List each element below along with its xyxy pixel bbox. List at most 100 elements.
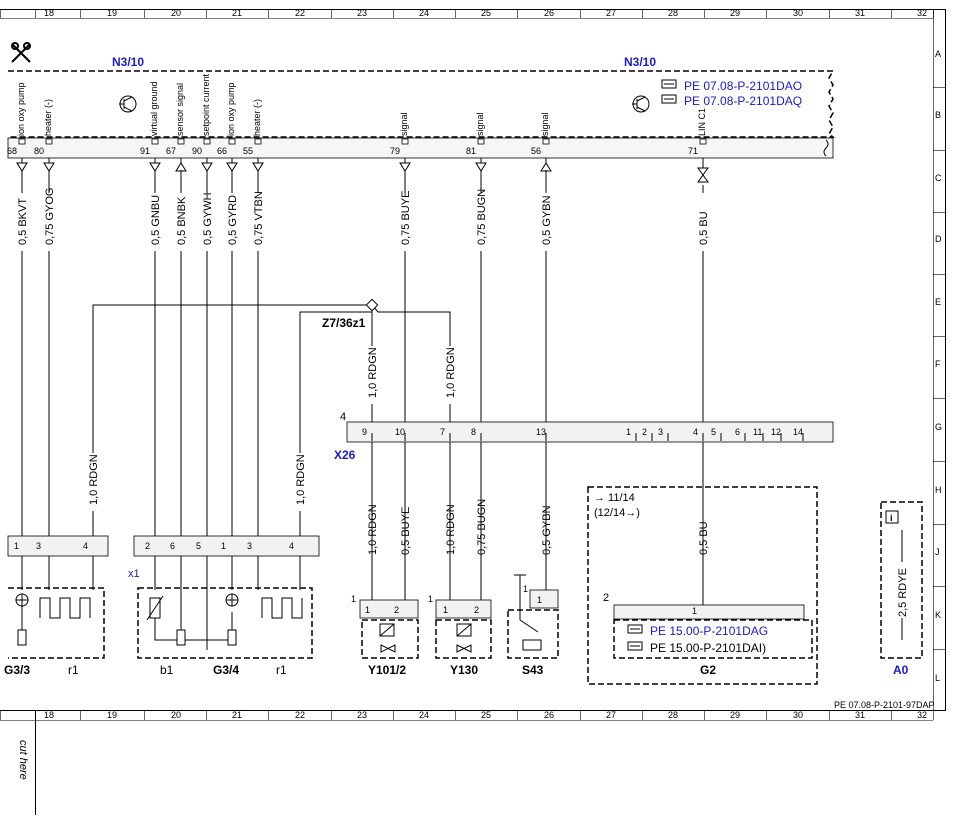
pin-number: 91 — [140, 146, 150, 156]
grid-row-label: L — [935, 673, 940, 683]
pin-terminal — [228, 138, 236, 145]
grid-column-label: 31 — [855, 710, 865, 720]
grid-row-label: H — [935, 485, 942, 495]
component-label: Y130 — [450, 663, 478, 677]
grid-row-label: J — [935, 547, 940, 557]
pin-number: 12 — [771, 427, 781, 437]
pin-number: 6 — [170, 541, 175, 551]
component-g3-3 — [8, 587, 105, 659]
pin-terminal — [203, 138, 211, 145]
signal-arrow-icon — [43, 162, 55, 172]
grid-row-label: C — [935, 173, 942, 183]
signal-arrow-icon — [149, 162, 161, 172]
wire-label: 0,5 GYWH — [202, 192, 214, 245]
grid-row-label: E — [935, 297, 941, 307]
pin-number: 2 — [603, 592, 609, 604]
pin-label: sensor signal — [175, 83, 185, 136]
pin-number: 1 — [692, 606, 697, 616]
pin-number: 1 — [351, 594, 356, 604]
grid-column-label: 18 — [44, 8, 54, 18]
grid-column-label: 27 — [606, 8, 616, 18]
pin-number: 1 — [626, 427, 631, 437]
pin-number: 2 — [145, 541, 150, 551]
pin-label: ion oxy pump — [16, 82, 26, 136]
grid-row-label: B — [935, 110, 941, 120]
component-label: Y101/2 — [368, 663, 406, 677]
module-label-right: N3/10 — [624, 55, 656, 69]
pin-terminal — [18, 138, 26, 145]
sensor-connector-g34: x1 2 6 5 1 3 4 — [128, 535, 320, 580]
pin-number: 4 — [289, 541, 294, 551]
pin-number: 9 — [362, 427, 367, 437]
grid-column-label: 23 — [357, 8, 367, 18]
grid-column-label: 27 — [606, 710, 616, 720]
grid-column-label: 19 — [107, 8, 117, 18]
splice-node: Z7/36z1 — [322, 298, 379, 330]
wire-label: 0,5 BU — [698, 521, 710, 555]
wire-label: 0,5 GYBN — [541, 195, 553, 245]
pin-number: 1 — [365, 605, 370, 615]
pin-number: 1 — [537, 595, 542, 605]
grid-row-label: F — [935, 359, 941, 369]
pin-number: 56 — [531, 146, 541, 156]
hand-pointer-icon — [627, 641, 643, 651]
splice-label: Z7/36z1 — [322, 316, 366, 330]
component-label: G2 — [700, 663, 716, 677]
ref-link[interactable]: PE 07.08-P-2101DAO — [684, 79, 802, 93]
pin-number: 4 — [693, 427, 698, 437]
wire-label: 0,75 BUYE — [400, 191, 412, 245]
pin-number: 13 — [536, 427, 546, 437]
grid-column-label: 20 — [171, 710, 181, 720]
module-label-left: N3/10 — [112, 55, 144, 69]
pin-number: 2 — [474, 605, 479, 615]
component-label: G3/4 — [213, 663, 239, 677]
info-icon-glyph: i — [890, 513, 893, 523]
grid-column-label: 19 — [107, 710, 117, 720]
pin-terminal — [45, 138, 53, 145]
pin-number: 1 — [14, 541, 19, 551]
signal-arrow-icon — [399, 162, 411, 172]
ref-link[interactable]: PE 15.00-P-2101DAG — [650, 624, 768, 638]
grid-column-label: 21 — [232, 8, 242, 18]
pin-terminal — [477, 138, 485, 145]
pin-label: ion oxy pump — [226, 82, 236, 136]
ref-link[interactable]: PE 07.08-P-2101DAQ — [684, 94, 802, 108]
grid-row-label: A — [935, 49, 941, 59]
grid-column-label: 26 — [544, 710, 554, 720]
pin-number: 67 — [166, 146, 176, 156]
pin-label: heater (-) — [252, 99, 262, 136]
pin-number: 66 — [217, 146, 227, 156]
wire-label: 0,75 GYOG — [44, 188, 56, 245]
grid-column-label: 29 — [730, 710, 740, 720]
wire-label: 1,0 RDGN — [367, 504, 379, 555]
footer-reference: PE 07.08-P-2101-97DAP — [834, 700, 935, 710]
grid-column-label: 30 — [793, 8, 803, 18]
grid-column-label: 32 — [917, 8, 927, 18]
component-y130: 1 1 2 — [428, 594, 492, 659]
wire-label: 1,0 RDGN — [295, 454, 307, 505]
grid-column-label: 30 — [793, 710, 803, 720]
wire-label: 1,0 RDGN — [445, 347, 457, 398]
ref-link: PE 15.00-P-2101DAI) — [650, 641, 766, 655]
info-icon[interactable] — [885, 510, 899, 524]
wire-label: 0,75 BUGN — [476, 189, 488, 245]
pin-number: 14 — [793, 427, 803, 437]
signal-arrow-icon — [16, 162, 28, 172]
grid-column-label: 22 — [295, 8, 305, 18]
pin-label: signal — [475, 112, 485, 136]
signal-arrow-icon — [252, 162, 264, 172]
component-label: G3/3 — [4, 663, 30, 677]
pin-number: 8 — [471, 427, 476, 437]
pin-terminal — [401, 138, 409, 145]
grid-column-label: 24 — [419, 710, 429, 720]
pin-label: LIN C1 — [697, 108, 707, 136]
pin-number: 5 — [196, 541, 201, 551]
grid-column-label: 25 — [481, 8, 491, 18]
grid-row-label: K — [935, 610, 941, 620]
connector-x26-number: 4 — [340, 411, 346, 423]
pin-number: 3 — [36, 541, 41, 551]
component-label: r1 — [68, 663, 79, 677]
hand-pointer-icon — [661, 79, 677, 89]
